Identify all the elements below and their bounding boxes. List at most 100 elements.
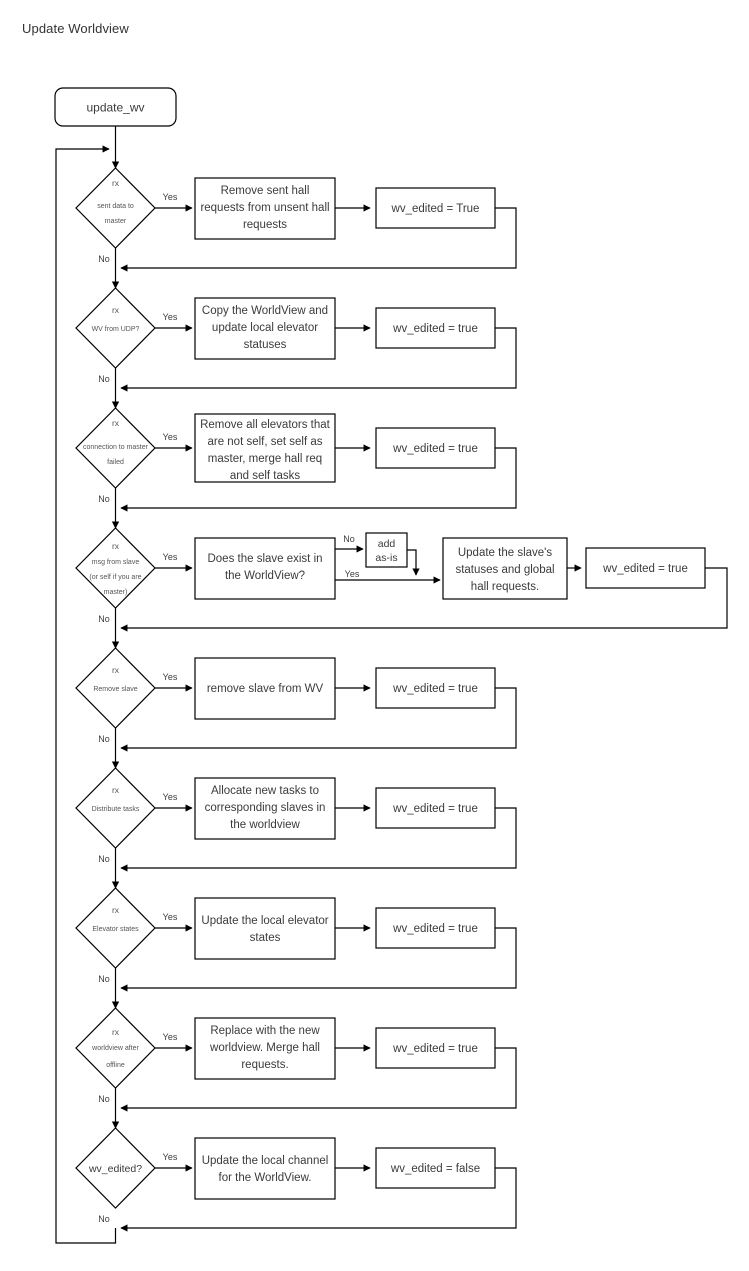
action-row-wv-edited[interactable]: Update the local channel for the WorldVi… [194, 1137, 336, 1200]
flag-shape [375, 427, 496, 469]
action-line-2: the WorldView? [225, 570, 305, 582]
decision-head-label: rx [112, 785, 120, 795]
flag-row-worldview-offline[interactable]: wv_edited = true [375, 1027, 496, 1069]
action-row-distribute-tasks[interactable]: Allocate new tasks to corresponding slav… [194, 777, 336, 840]
action-row-connection-failed[interactable]: Remove all elevators that are not self, … [194, 413, 336, 483]
decision-row-distribute-tasks[interactable]: rx Distribute tasks [75, 767, 156, 849]
edge-loop-back-to-start [55, 145, 117, 1244]
action-row-wv-udp[interactable]: Copy the WorldView and update local elev… [194, 297, 336, 360]
edge-label-yes-row-4: Yes [163, 552, 178, 562]
action-line-2: are not self, set self as [207, 436, 322, 448]
edge-return-row-9 [120, 1167, 517, 1232]
action-row-msg-from-slave[interactable]: Does the slave exist in the WorldView? [194, 537, 336, 600]
sub-box-line-2: as-is [375, 552, 397, 564]
flag-row-connection-failed[interactable]: wv_edited = true [375, 427, 496, 469]
decision-body-line-1: WV from UDP? [92, 326, 140, 333]
action-line-1: Remove all elevators that [200, 419, 331, 431]
decision-shape [75, 527, 156, 609]
edge-label-yes-row-6: Yes [163, 792, 178, 802]
edge-label-yes-row-8: Yes [163, 1032, 178, 1042]
decision-body-line-1: Elevator states [92, 926, 139, 933]
decision-main-label: wv_edited? [88, 1163, 142, 1175]
action-line-3: the worldview [230, 819, 300, 831]
flag-row-wv-edited[interactable]: wv_edited = false [375, 1147, 496, 1189]
merge-box-line-1: Update the slave's [458, 547, 553, 559]
edge-label-no-row-9: No [98, 1214, 110, 1224]
action-line-3: statuses [244, 339, 287, 351]
sub-box-line-1: add [378, 538, 396, 550]
flag-label: wv_edited = false [390, 1163, 480, 1175]
action-line-1: Update the local elevator [201, 915, 328, 927]
flag-label: wv_edited = true [392, 683, 478, 695]
action-shape [194, 537, 336, 600]
decision-head-label: rx [112, 1027, 120, 1037]
sub-box-add-as-is[interactable]: add as-is [365, 532, 408, 568]
flag-label: wv_edited = true [392, 923, 478, 935]
action-line-1: Allocate new tasks to [211, 785, 319, 797]
merge-box-update-slave[interactable]: Update the slave's statuses and global h… [442, 537, 568, 600]
edge-return-row-7 [120, 927, 517, 992]
flag-shape [375, 907, 496, 949]
edge-label-yes-row-3: Yes [163, 432, 178, 442]
edge-label-sub-yes-row-4: Yes [345, 569, 360, 579]
decision-body-line-3: master) [104, 589, 128, 596]
decision-row-connection-failed[interactable]: rx connection to master failed [75, 407, 156, 489]
decision-body-line-2: master [105, 218, 127, 225]
flag-label: wv_edited = true [392, 803, 478, 815]
flag-shape [375, 307, 496, 349]
action-line-1: Does the slave exist in [207, 553, 322, 565]
merge-box-line-3: hall requests. [471, 581, 539, 593]
decision-row-worldview-offline[interactable]: rx worldview after offline [75, 1007, 156, 1089]
start-node[interactable]: update_wv [54, 87, 177, 127]
flag-row-msg-from-slave[interactable]: wv_edited = true [585, 547, 706, 589]
decision-body-line-1: connection to master [83, 444, 149, 451]
decision-row-wv-edited[interactable]: wv_edited? [75, 1127, 156, 1209]
decision-head-label: rx [112, 178, 120, 188]
decision-row-msg-from-slave[interactable]: rx msg from slave (or self if you are ma… [75, 527, 156, 609]
decision-shape [75, 1127, 156, 1209]
edge-return-row-3 [120, 447, 517, 512]
action-row-sent-data[interactable]: Remove sent hall requests from unsent ha… [194, 177, 336, 240]
flag-label: wv_edited = true [392, 443, 478, 455]
action-shape [194, 657, 336, 720]
decision-body-line-2: (or self if you are [89, 574, 141, 581]
decision-body-line-1: Distribute tasks [92, 806, 140, 813]
action-row-remove-slave[interactable]: remove slave from WV [194, 657, 336, 720]
decision-row-remove-slave[interactable]: rx Remove slave [75, 647, 156, 729]
decision-row-wv-udp[interactable]: rx WV from UDP? [75, 287, 156, 369]
decision-row-sent-data[interactable]: rx sent data to master [75, 167, 156, 249]
flag-row-remove-slave[interactable]: wv_edited = true [375, 667, 496, 709]
action-line-2: for the WorldView. [219, 1172, 312, 1184]
action-line-4: and self tasks [230, 470, 301, 482]
action-line-2: states [250, 932, 281, 944]
flag-shape [375, 1147, 496, 1189]
flag-row-sent-data[interactable]: wv_edited = True [375, 187, 496, 229]
action-row-elevator-states[interactable]: Update the local elevator states [194, 897, 336, 960]
edge-label-sub-no-row-4: No [343, 534, 355, 544]
flag-row-distribute-tasks[interactable]: wv_edited = true [375, 787, 496, 829]
flag-shape [375, 187, 496, 229]
edge-label-no-row-4: No [98, 614, 110, 624]
action-shape [194, 1137, 336, 1200]
action-row-worldview-offline[interactable]: Replace with the new worldview. Merge ha… [194, 1017, 336, 1080]
edge-label-yes-row-7: Yes [163, 912, 178, 922]
flag-label: wv_edited = true [392, 1043, 478, 1055]
decision-body-line-1: sent data to [97, 203, 134, 210]
edge-return-row-8 [120, 1047, 517, 1112]
decision-head-label: rx [112, 665, 120, 675]
flag-label: wv_edited = True [391, 203, 480, 215]
action-shape [194, 413, 336, 483]
action-line-3: requests [243, 219, 287, 231]
edge-return-row-5 [120, 687, 517, 752]
edge-return-row-1 [120, 207, 517, 272]
action-line-2: update local elevator [212, 322, 318, 334]
decision-head-label: rx [112, 305, 120, 315]
merge-box-shape [442, 537, 568, 600]
flag-row-wv-udp[interactable]: wv_edited = true [375, 307, 496, 349]
action-shape [194, 897, 336, 960]
decision-row-elevator-states[interactable]: rx Elevator states [75, 887, 156, 969]
edge-label-yes-row-1: Yes [163, 192, 178, 202]
flag-row-elevator-states[interactable]: wv_edited = true [375, 907, 496, 949]
decision-body-line-2: failed [107, 459, 124, 466]
